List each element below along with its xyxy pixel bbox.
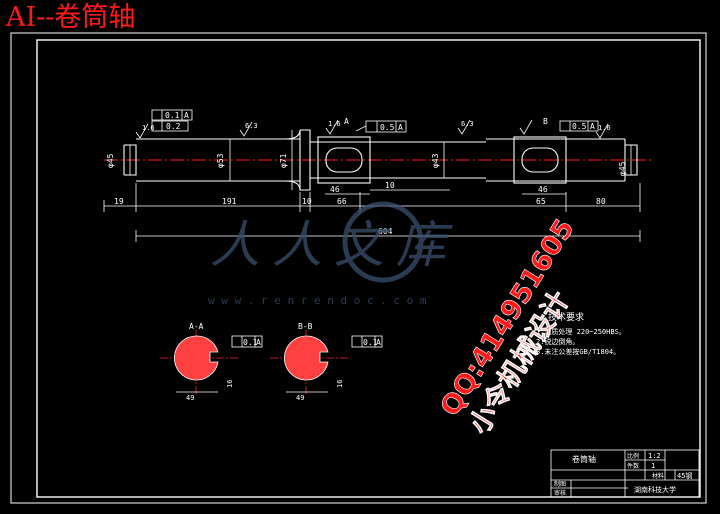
dim-10: 10 xyxy=(302,197,312,206)
qty-value: 1 xyxy=(651,462,655,470)
note-1: 1.调质处理 220~250HBS。 xyxy=(536,327,626,336)
gdt-right-value: 0.5 xyxy=(572,122,587,131)
gdt-top-left xyxy=(151,109,193,132)
section-b: B-B 0.1 A 49 16 xyxy=(270,322,383,402)
rough-2: 6.3 xyxy=(245,122,258,130)
gdt-right-datum: A xyxy=(590,122,595,131)
gdt-mid-value: 0.5 xyxy=(380,123,395,132)
dim-191: 191 xyxy=(222,197,237,206)
school-name: 湖南科技大学 xyxy=(634,485,676,494)
section-a-label: A-A xyxy=(189,322,204,331)
watermark-brand: 人人文库 xyxy=(210,216,458,274)
drawing-border xyxy=(10,32,707,504)
drawn-label: 制图 xyxy=(554,480,566,488)
gdt-tl-value-b: 0.2 xyxy=(166,122,181,131)
note-3: 3.未注公差按GB/T1804。 xyxy=(536,347,620,356)
diameter-dims xyxy=(129,130,632,190)
cut-label-a: A xyxy=(344,117,349,126)
material-label: 材料 xyxy=(652,472,664,480)
scale-label: 比例 xyxy=(627,452,639,460)
section-b-datum: A xyxy=(376,338,381,347)
gdt-middle xyxy=(355,120,407,133)
dia-5: φ45 xyxy=(618,161,627,176)
section-b-width: 49 xyxy=(296,394,304,402)
cut-label-b: B xyxy=(543,117,548,126)
section-b-label: B-B xyxy=(298,322,313,331)
page-title: AI--卷筒轴 xyxy=(6,2,136,33)
dim-66: 66 xyxy=(337,197,347,206)
rough-3: 1.6 xyxy=(328,120,341,128)
inner-frame xyxy=(36,39,701,498)
section-a: A-A 0.1 A 49 16 xyxy=(160,322,263,402)
technical-notes: 技术要求 1.调质处理 220~250HBS。 2.锐边倒角。 3.未注公差按G… xyxy=(536,311,626,356)
rough-5: 1.6 xyxy=(598,124,611,132)
section-b-tol: 0.1 xyxy=(363,338,378,347)
check-label: 审核 xyxy=(554,489,566,497)
dim-65: 65 xyxy=(536,197,546,206)
dia-3: φ71 xyxy=(279,153,288,168)
roughness-marks xyxy=(135,119,609,139)
section-a-depth: 16 xyxy=(226,380,234,388)
section-a-datum: A xyxy=(256,338,261,347)
gdt-tl-datum: A xyxy=(184,111,189,120)
rough-4: 6.3 xyxy=(461,120,474,128)
watermark-logo: 人人文库 w w w . r e n r e n d o c . c o m xyxy=(208,201,458,307)
dim-total: 604 xyxy=(378,227,393,236)
section-a-width: 49 xyxy=(186,394,194,402)
dia-4: φ43 xyxy=(431,153,440,168)
rough-1: 1.6 xyxy=(142,124,155,132)
dim-10-mid: 10 xyxy=(385,181,395,190)
material-value: 45钢 xyxy=(677,471,692,480)
dia-1: φ45 xyxy=(106,153,115,168)
dim-46-right: 46 xyxy=(538,185,548,194)
section-b-depth: 16 xyxy=(336,380,344,388)
title-block xyxy=(550,449,700,498)
qty-label: 件数 xyxy=(627,462,639,470)
section-a-tol: 0.1 xyxy=(243,338,258,347)
scale-value: 1:2 xyxy=(648,452,661,460)
note-2: 2.锐边倒角。 xyxy=(536,337,579,346)
dim-80: 80 xyxy=(596,197,606,206)
dim-46-left: 46 xyxy=(330,185,340,194)
dim-19: 19 xyxy=(114,197,124,206)
gdt-right xyxy=(559,120,599,132)
watermark-url: w w w . r e n r e n d o c . c o m xyxy=(208,294,427,307)
dia-2: φ53 xyxy=(216,153,225,168)
gdt-mid-datum: A xyxy=(398,123,403,132)
part-name: 卷筒轴 xyxy=(572,454,596,464)
gdt-tl-value-a: 0.1 xyxy=(165,111,180,120)
notes-title: 技术要求 xyxy=(548,311,584,323)
